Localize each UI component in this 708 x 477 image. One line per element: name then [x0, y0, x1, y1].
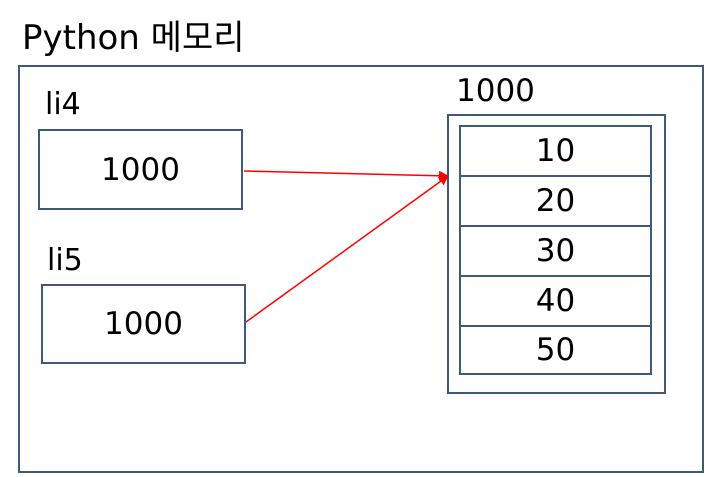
- list-cell-3: 40: [459, 275, 652, 327]
- list-cell-0: 10: [459, 125, 652, 177]
- list-cell-1: 20: [459, 175, 652, 227]
- variable-box-li4: 1000: [38, 129, 243, 210]
- variable-value-li5: 1000: [104, 306, 183, 342]
- list-item-value: 10: [535, 133, 576, 169]
- list-item-value: 40: [535, 283, 576, 319]
- diagram-title: Python 메모리: [22, 18, 245, 58]
- variable-box-li5: 1000: [41, 284, 246, 364]
- list-cell-4: 50: [459, 325, 652, 375]
- list-item-value: 50: [535, 332, 576, 368]
- memory-frame: [18, 65, 704, 473]
- variable-value-li4: 1000: [101, 151, 180, 188]
- variable-label-li4: li4: [45, 87, 81, 122]
- list-item-value: 20: [535, 183, 576, 219]
- list-address-label: 1000: [456, 73, 535, 109]
- variable-label-li5: li5: [47, 243, 83, 278]
- list-item-value: 30: [535, 233, 576, 269]
- list-cell-2: 30: [459, 225, 652, 277]
